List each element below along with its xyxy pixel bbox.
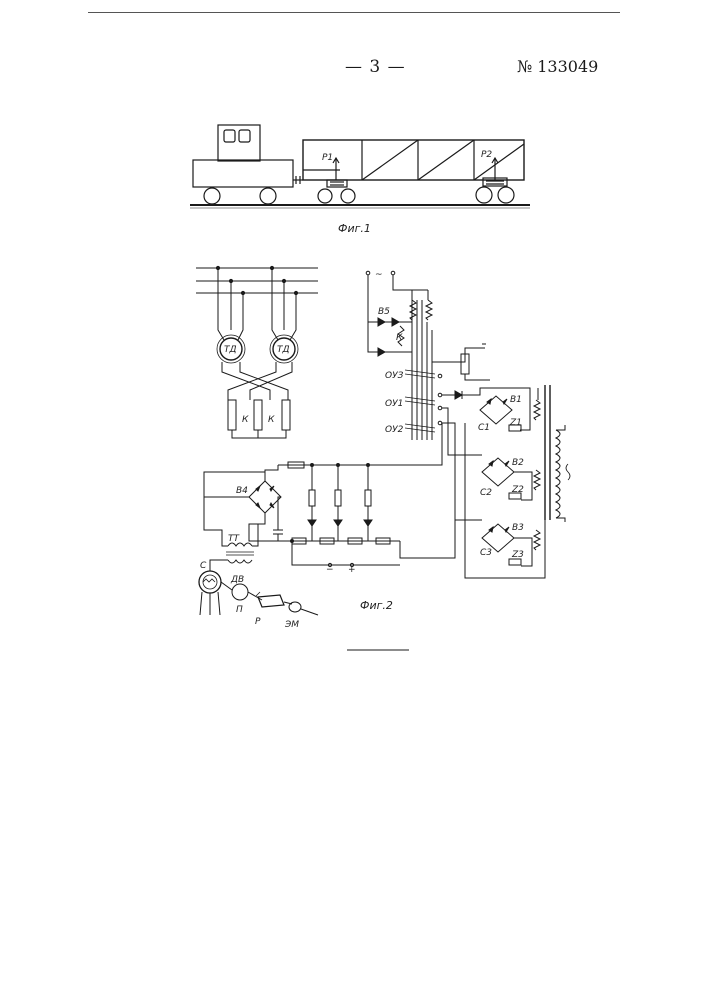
label-b2: B2 bbox=[512, 458, 524, 468]
label-c3: C3 bbox=[480, 548, 492, 558]
label-b5: B5 bbox=[378, 307, 390, 317]
traction-motor-2: ТД bbox=[270, 335, 298, 363]
label-b1: B1 bbox=[510, 395, 522, 405]
label-dv: ДВ bbox=[230, 575, 244, 585]
figure-1-caption: Фиг.1 bbox=[338, 222, 371, 235]
label-z2: Z2 bbox=[511, 485, 524, 495]
figure-1: P1 P2 Фиг.1 bbox=[190, 125, 530, 235]
label-ou1: ОУ1 bbox=[385, 399, 403, 409]
label-em: ЭМ bbox=[284, 620, 299, 630]
transformer bbox=[545, 385, 570, 522]
label-c1: C1 bbox=[478, 423, 490, 433]
label-b4: B4 bbox=[236, 486, 248, 496]
label-r: Р bbox=[255, 617, 261, 627]
traction-motor-1: ТД bbox=[217, 335, 245, 363]
motor-crossover: К К bbox=[222, 362, 292, 438]
generator-assembly: С ДВ П Р ЭМ bbox=[199, 560, 318, 630]
current-transformer: ТТ bbox=[204, 497, 258, 563]
label-ou2: ОУ2 bbox=[385, 425, 404, 435]
bus-bars bbox=[196, 266, 318, 340]
figure-2-caption: Фиг.2 bbox=[360, 599, 393, 612]
label-p1: P1 bbox=[322, 153, 333, 163]
bridge-b1: B1 C1 Z1 bbox=[442, 388, 540, 433]
label-ac: ~ bbox=[375, 270, 383, 280]
resistor-network: − + bbox=[278, 423, 455, 575]
label-c2: C2 bbox=[480, 488, 492, 498]
label-ou3: ОУЗ bbox=[385, 371, 404, 381]
label-p2: P2 bbox=[481, 150, 492, 160]
label-k2: К bbox=[268, 415, 275, 425]
locomotive bbox=[193, 125, 303, 204]
label-c: С bbox=[200, 561, 207, 571]
label-k1: К bbox=[242, 415, 249, 425]
label-tt: ТТ bbox=[228, 534, 240, 544]
label-p: П bbox=[236, 605, 243, 615]
label-b3: B3 bbox=[512, 523, 524, 533]
label-td2: ТД bbox=[277, 345, 290, 355]
label-z1: Z1 bbox=[509, 418, 522, 428]
label-plus: + bbox=[348, 565, 356, 575]
label-minus: − bbox=[326, 565, 334, 575]
label-z3: Z3 bbox=[511, 550, 524, 560]
label-td1: ТД bbox=[224, 345, 237, 355]
bridge-b2: B2 C2 Z2 bbox=[442, 408, 540, 500]
control-windings-bus: ОУЗ ОУ1 ОУ2 bbox=[385, 300, 490, 440]
figure-2: ТД ТД К К ~ bbox=[196, 266, 570, 630]
